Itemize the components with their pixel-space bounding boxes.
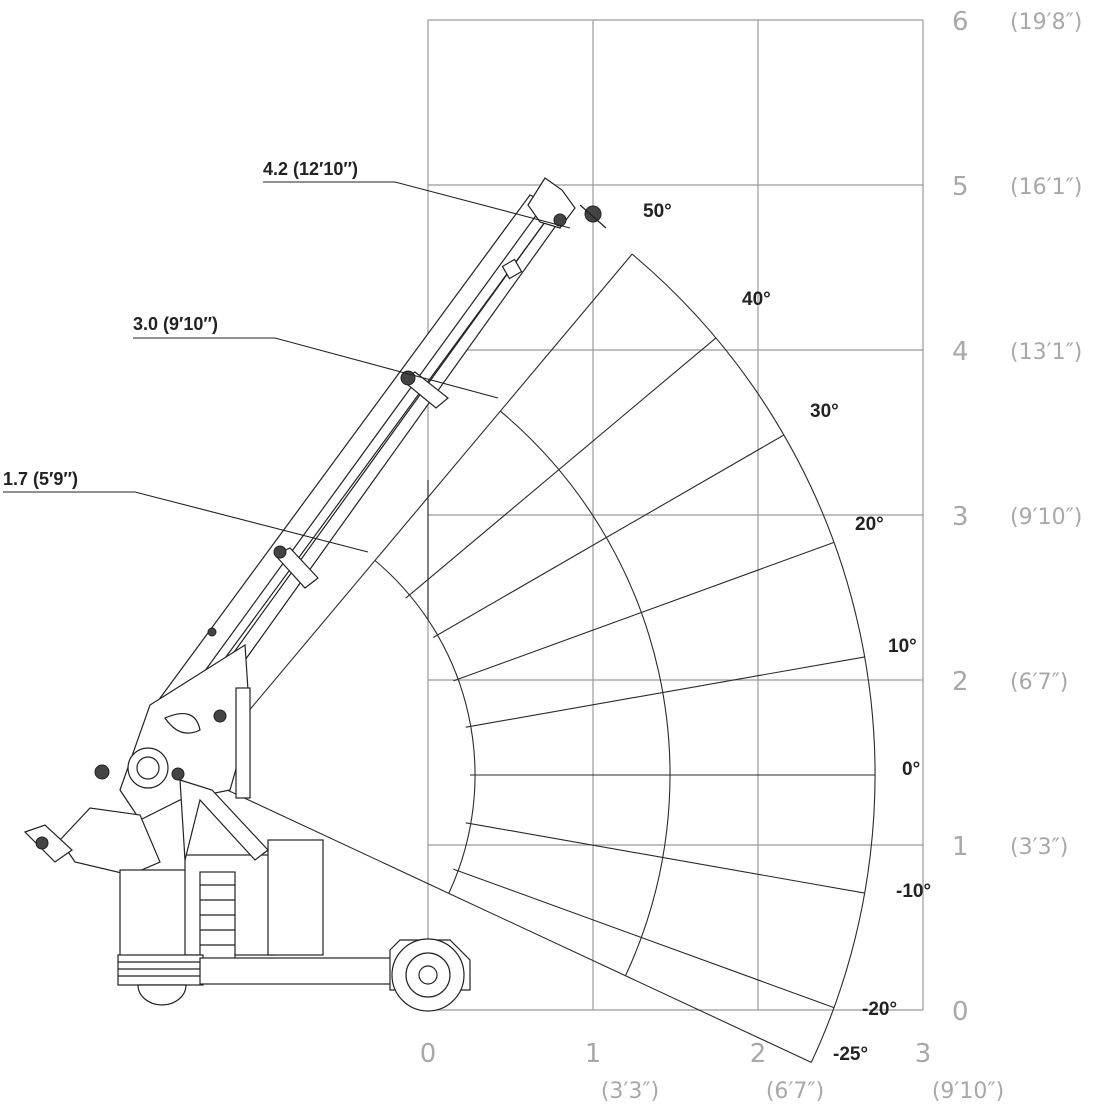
y-tick-3: 3 xyxy=(952,502,969,532)
angle-labels: 50° 40° 30° 20° 10° 0° -10° -20° -25° xyxy=(643,201,931,1065)
y-tick-5: 5 xyxy=(952,172,969,202)
telescopic-boom xyxy=(154,177,607,731)
angle-ray-50 xyxy=(371,253,633,565)
rear-wheel xyxy=(137,984,187,1006)
front-wheel xyxy=(391,938,465,1012)
angle-ray-20 xyxy=(453,541,835,682)
angle-ray-neg-10 xyxy=(465,822,865,894)
x-tick-1: 1 xyxy=(585,1039,602,1069)
boom-pivot xyxy=(94,643,251,821)
y-axis-labels: 0 1 (3′3″) 2 (6′7″) 3 (9′10″) 4 (13′1″) … xyxy=(952,7,1082,1027)
reach-labels: 4.2 (12′10″) 3.0 (9′10″) 1.7 (5′9″) xyxy=(3,159,358,489)
reach-arc-2 xyxy=(499,410,671,976)
y-tick-1-feet: (3′3″) xyxy=(1010,835,1068,860)
angle-ray-neg-20 xyxy=(453,868,835,1009)
x-tick-1-feet: (3′3″) xyxy=(601,1079,659,1104)
y-tick-3-feet: (9′10″) xyxy=(1010,505,1082,530)
angle-label-10: 10° xyxy=(888,636,917,657)
x-tick-2-feet: (6′7″) xyxy=(766,1079,824,1104)
angle-label-40: 40° xyxy=(742,289,771,310)
y-tick-0: 0 xyxy=(952,997,969,1027)
x-tick-0: 0 xyxy=(420,1039,437,1069)
angle-label-neg-10: -10° xyxy=(896,881,931,902)
x-tick-2: 2 xyxy=(750,1039,767,1069)
y-tick-6-feet: (19′8″) xyxy=(1010,10,1082,35)
reach-label-3-0: 3.0 (9′10″) xyxy=(133,314,218,334)
reach-label-1-7: 1.7 (5′9″) xyxy=(3,469,78,489)
y-tick-2: 2 xyxy=(952,667,969,697)
y-tick-2-feet: (6′7″) xyxy=(1010,670,1068,695)
x-axis-labels: 0 1 (3′3″) 2 (6′7″) 3 (9′10″) xyxy=(420,1039,1004,1104)
y-tick-4: 4 xyxy=(952,337,969,367)
angle-label-50: 50° xyxy=(643,201,672,222)
reach-arc-3 xyxy=(631,253,876,1063)
reach-envelope xyxy=(194,253,876,1063)
x-tick-3-feet: (9′10″) xyxy=(932,1079,1004,1104)
grid xyxy=(427,19,924,1011)
y-tick-4-feet: (13′1″) xyxy=(1010,340,1082,365)
reach-arc-1 xyxy=(374,560,476,894)
angle-ray-neg-25 xyxy=(443,890,812,1063)
angle-ray-40 xyxy=(405,337,717,599)
reach-label-4-2: 4.2 (12′10″) xyxy=(263,159,358,179)
angle-ray-30 xyxy=(432,434,785,638)
angle-label-0: 0° xyxy=(902,759,920,780)
angle-label-neg-20: -20° xyxy=(862,999,897,1020)
angle-label-30: 30° xyxy=(810,401,839,422)
angle-ray-10 xyxy=(465,656,865,728)
rear-counterweight xyxy=(23,807,161,876)
y-tick-1: 1 xyxy=(952,832,969,862)
crane-machine xyxy=(23,177,607,1012)
reach-leaders xyxy=(3,181,571,553)
angle-label-neg-25: -25° xyxy=(833,1044,868,1065)
y-tick-5-feet: (16′1″) xyxy=(1010,175,1082,200)
x-tick-3: 3 xyxy=(915,1039,932,1069)
angle-label-20: 20° xyxy=(855,514,884,535)
y-tick-6: 6 xyxy=(952,7,969,37)
